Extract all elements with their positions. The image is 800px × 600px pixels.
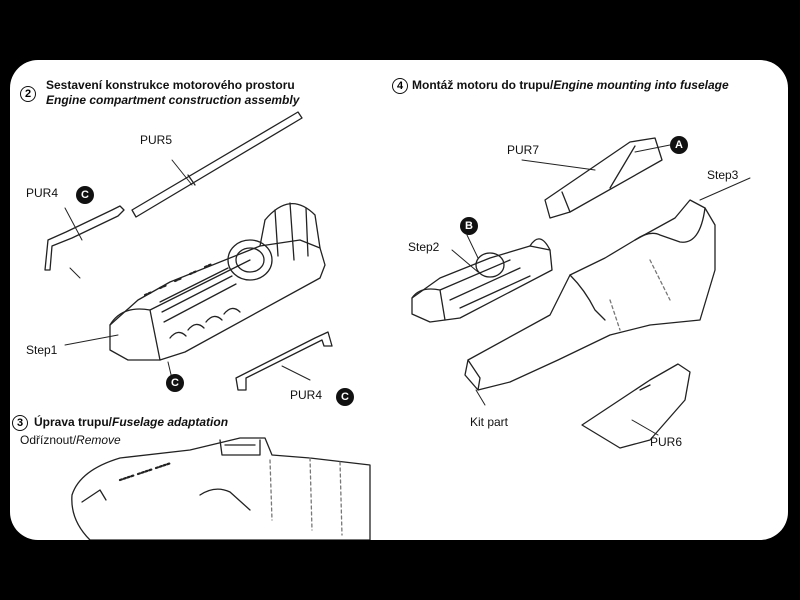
pur6-label: PUR6 (650, 435, 683, 449)
instruction-panel: 2 Sestavení konstrukce motorového prosto… (10, 60, 788, 540)
pur5-part (131, 111, 303, 218)
pur4-top-part (44, 205, 125, 271)
step4-title-cz: Montáž motoru do trupu/ (412, 78, 554, 92)
step4-title-en: Engine mounting into fuselage (553, 78, 729, 92)
pur5-label: PUR5 (140, 133, 173, 147)
remove-label-cz: Odříznout/ (20, 433, 77, 447)
kit-part-fuselage (464, 199, 716, 391)
step3-label: Step3 (707, 168, 739, 182)
assembly-drawing (44, 111, 751, 540)
kit-part-label: Kit part (470, 415, 509, 429)
step2-number-badge: 2 (20, 86, 36, 102)
step3-title: Úprava trupu/Fuselage adaptation (34, 415, 228, 429)
engine-compartment-part (109, 202, 326, 361)
reference-badge-c-mid: C (166, 374, 184, 392)
step2-title-en: Engine compartment construction assembly (46, 93, 300, 107)
reference-badge-a: A (670, 136, 688, 154)
reference-badge-c-top: C (76, 186, 94, 204)
remove-label: Odříznout/Remove (20, 433, 121, 447)
step1-label: Step1 (26, 343, 58, 357)
pur7-label: PUR7 (507, 143, 540, 157)
reference-badge-b: B (460, 217, 478, 235)
pur4-top-label: PUR4 (26, 186, 59, 200)
engine-compartment-step2-part (411, 238, 553, 323)
step2-label: Step2 (408, 240, 440, 254)
step4-title: Montáž motoru do trupu/Engine mounting i… (412, 78, 729, 92)
pur4-bottom-label: PUR4 (290, 388, 323, 402)
step3-title-cz: Úprava trupu/ (34, 415, 113, 429)
pur6-part (581, 363, 691, 449)
step3-title-en: Fuselage adaptation (112, 415, 229, 429)
step2-title-cz: Sestavení konstrukce motorového prostoru (46, 78, 295, 92)
step3-number-badge: 3 (12, 415, 28, 431)
step4-number-badge: 4 (392, 78, 408, 94)
remove-label-en: Remove (76, 433, 121, 447)
fuselage-step3-part (71, 437, 371, 540)
pur4-bottom-part (235, 331, 333, 391)
reference-badge-c-bottom: C (336, 388, 354, 406)
pur7-part (544, 137, 663, 219)
